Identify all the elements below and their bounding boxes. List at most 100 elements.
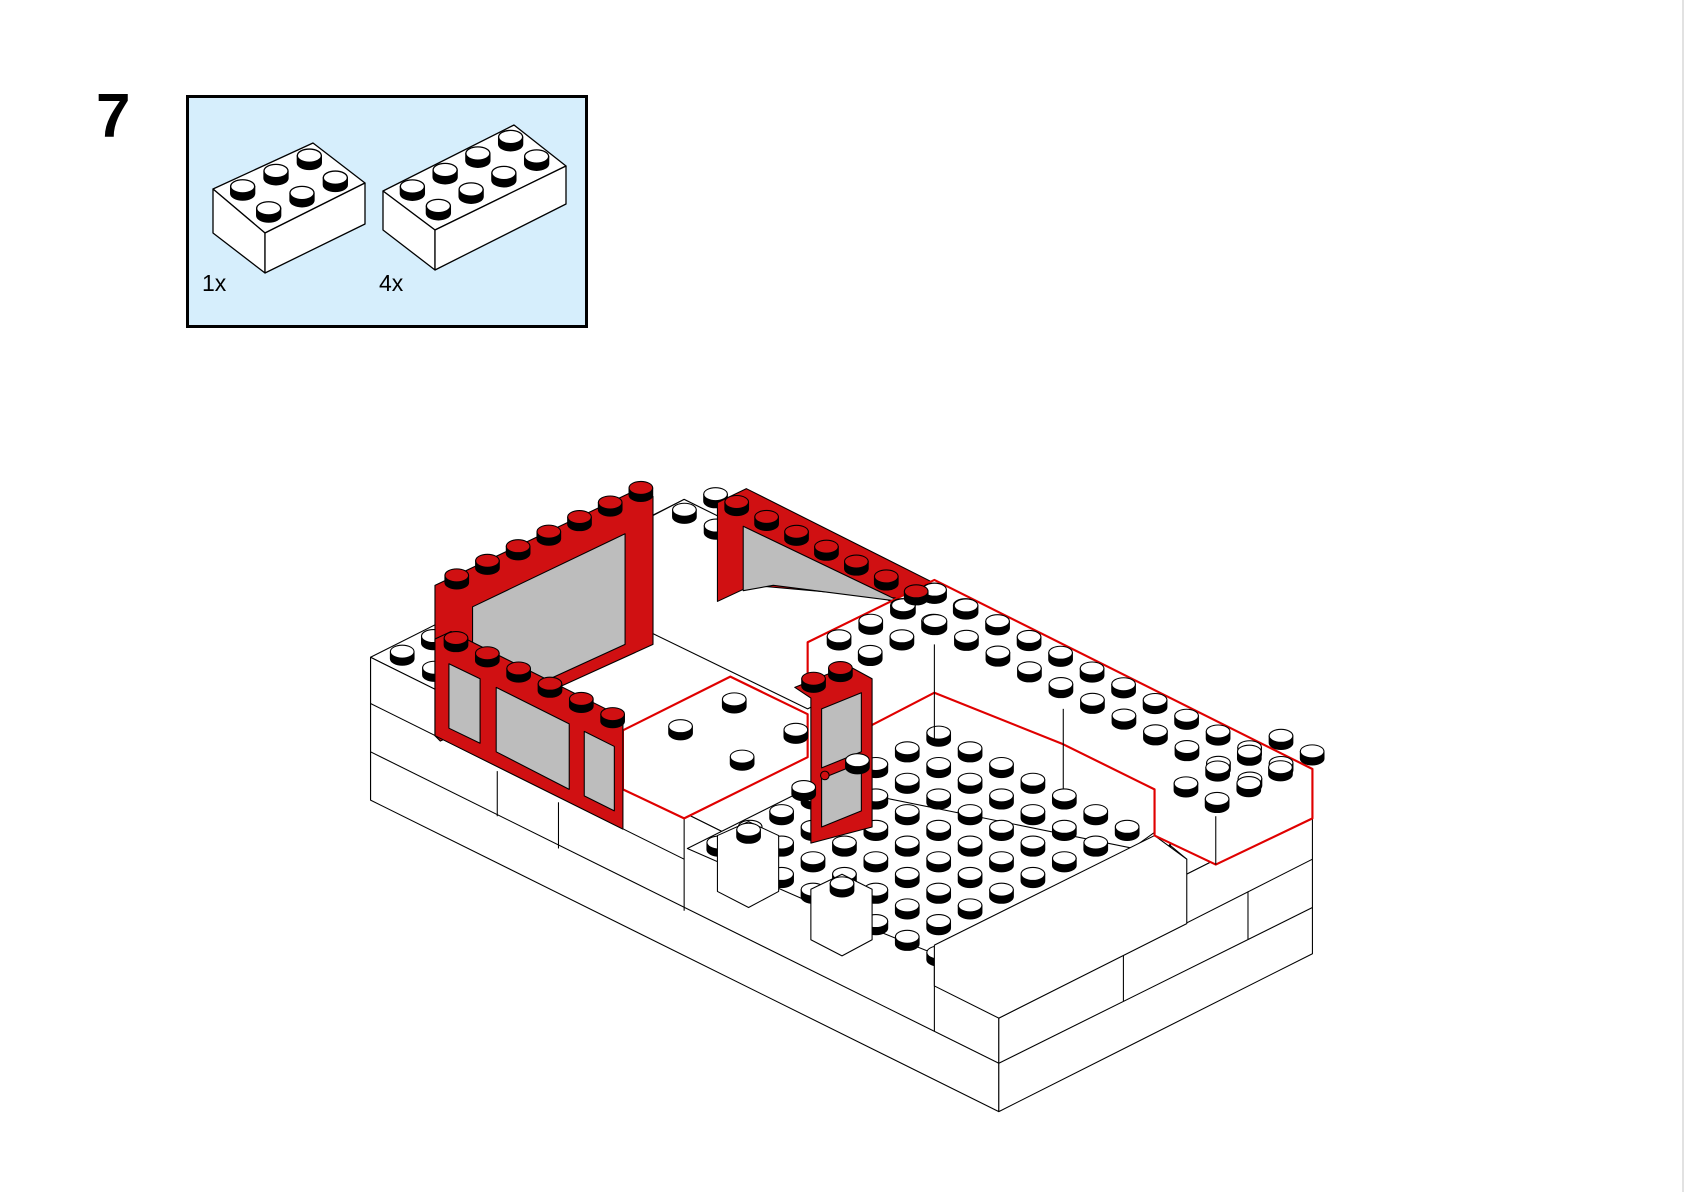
stud bbox=[736, 822, 761, 844]
stud bbox=[985, 645, 1011, 667]
stud bbox=[389, 644, 415, 666]
stud bbox=[894, 772, 920, 794]
stud bbox=[600, 707, 625, 729]
stud bbox=[783, 722, 809, 744]
part-quantity-2: 4x bbox=[379, 270, 404, 296]
stud bbox=[989, 756, 1014, 779]
stud bbox=[523, 149, 550, 171]
stud bbox=[1017, 661, 1042, 683]
stud bbox=[724, 494, 750, 517]
parts-list-callout: 1x 4x bbox=[186, 95, 588, 328]
page-edge bbox=[1682, 0, 1684, 1192]
stud bbox=[922, 614, 948, 636]
stud bbox=[721, 692, 747, 714]
stud bbox=[769, 804, 794, 826]
stud bbox=[1016, 629, 1042, 652]
stud bbox=[1083, 835, 1109, 857]
stud bbox=[957, 898, 983, 920]
stud bbox=[729, 749, 755, 771]
stud bbox=[954, 629, 979, 651]
stud bbox=[1204, 791, 1230, 813]
stud bbox=[491, 165, 517, 188]
base-right-face bbox=[998, 810, 1313, 1113]
stud bbox=[1268, 760, 1293, 782]
stud bbox=[791, 780, 817, 802]
stud bbox=[889, 629, 915, 651]
stud bbox=[1142, 692, 1168, 715]
stud bbox=[926, 851, 952, 873]
pillar-1x1 bbox=[716, 821, 780, 909]
stud bbox=[828, 660, 853, 683]
stud bbox=[863, 851, 889, 873]
stud bbox=[863, 819, 889, 841]
stud bbox=[989, 788, 1014, 810]
stud bbox=[230, 179, 256, 201]
stud bbox=[443, 631, 469, 653]
brick-2x4-icon bbox=[382, 124, 567, 271]
stud bbox=[296, 148, 322, 171]
stud bbox=[894, 835, 920, 857]
door bbox=[794, 665, 873, 844]
stud bbox=[458, 182, 484, 204]
stud bbox=[989, 851, 1014, 873]
stud bbox=[628, 480, 654, 502]
stud bbox=[1174, 708, 1199, 730]
stud bbox=[1020, 772, 1046, 794]
stud bbox=[894, 929, 920, 951]
stud bbox=[894, 898, 920, 920]
stud bbox=[1020, 804, 1046, 826]
stud bbox=[1051, 819, 1077, 841]
stud bbox=[858, 613, 884, 635]
stud bbox=[845, 753, 870, 775]
stud bbox=[894, 741, 920, 763]
stud bbox=[801, 671, 826, 693]
stud bbox=[256, 201, 282, 223]
front-wall bbox=[716, 821, 1188, 1019]
stud bbox=[754, 509, 779, 531]
window-frame-front bbox=[434, 630, 624, 830]
stud bbox=[894, 804, 920, 826]
stud bbox=[568, 691, 594, 713]
stud bbox=[985, 614, 1010, 636]
stud bbox=[1299, 744, 1325, 766]
stud bbox=[989, 819, 1014, 841]
stud bbox=[926, 882, 952, 904]
stud bbox=[1051, 788, 1077, 810]
stud bbox=[957, 835, 983, 857]
stud bbox=[857, 644, 883, 666]
step-number: 7 bbox=[96, 82, 131, 151]
stud bbox=[1114, 819, 1140, 841]
stud bbox=[1143, 724, 1168, 746]
stud bbox=[826, 629, 852, 651]
stud bbox=[957, 804, 983, 826]
stud bbox=[873, 569, 899, 591]
stud bbox=[926, 819, 952, 841]
stud bbox=[1079, 661, 1105, 683]
stud bbox=[506, 661, 532, 683]
top-studs bbox=[443, 480, 1325, 898]
stud bbox=[844, 554, 869, 576]
stud bbox=[903, 584, 929, 606]
stud bbox=[1083, 804, 1109, 826]
stud bbox=[926, 725, 952, 747]
stud bbox=[432, 162, 458, 185]
pillar-1x1 bbox=[810, 873, 873, 957]
stud bbox=[505, 539, 531, 561]
stud bbox=[1051, 851, 1077, 873]
stud bbox=[1020, 866, 1046, 889]
stud bbox=[497, 129, 524, 152]
stud bbox=[832, 835, 857, 857]
stud bbox=[1205, 724, 1231, 746]
stud bbox=[1236, 776, 1262, 798]
stud bbox=[1173, 776, 1199, 798]
stud bbox=[536, 524, 562, 546]
stud bbox=[1236, 744, 1262, 766]
stud bbox=[703, 487, 728, 509]
stud bbox=[1048, 677, 1074, 699]
stud bbox=[465, 146, 491, 168]
parts-list-drawing bbox=[189, 98, 585, 325]
stud bbox=[1268, 728, 1294, 750]
stud bbox=[894, 866, 920, 889]
stud bbox=[263, 163, 289, 186]
